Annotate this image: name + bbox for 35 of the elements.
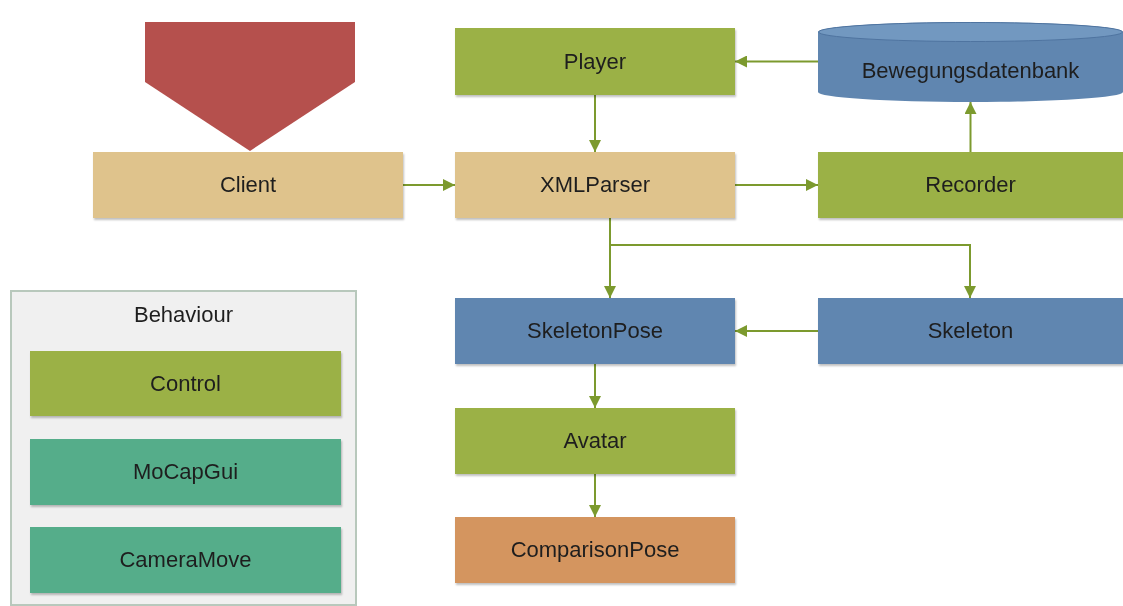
arrow xyxy=(964,101,977,153)
node-label: Control xyxy=(150,370,221,397)
process-box xyxy=(30,439,341,505)
process-box xyxy=(455,517,735,583)
node-label: Avatar xyxy=(563,428,627,454)
process-box xyxy=(818,152,1123,218)
arrow xyxy=(734,179,819,191)
node-label: CameraMove xyxy=(119,547,252,573)
node-label: SkeletonPose xyxy=(527,318,663,344)
process-box xyxy=(455,408,735,474)
node-label: Skeleton xyxy=(927,318,1014,344)
arrow xyxy=(589,473,601,518)
group-title: Behaviour xyxy=(133,302,234,328)
arrow xyxy=(734,325,819,337)
node-label: Bewegungsdatenbank xyxy=(861,58,1080,84)
process-box xyxy=(455,298,735,364)
process-box xyxy=(455,152,735,218)
node-label: Client xyxy=(219,172,277,198)
process-box xyxy=(30,351,341,416)
process-box xyxy=(818,298,1123,364)
process-box xyxy=(30,527,341,593)
group-panel xyxy=(10,290,357,606)
arrow xyxy=(589,363,601,409)
node-label: MoCapGui xyxy=(132,459,239,485)
node-label: ComparisonPose xyxy=(510,537,680,563)
node-label: Recorder xyxy=(925,172,1016,198)
pentagon-arrow-shape xyxy=(145,22,355,151)
process-box xyxy=(455,28,735,95)
database-cylinder xyxy=(818,22,1123,102)
arrow xyxy=(402,179,456,191)
arrow xyxy=(734,55,819,68)
node-label: XMLParser xyxy=(539,172,650,198)
arrow xyxy=(589,94,601,153)
process-box xyxy=(93,152,403,218)
node-label: Player xyxy=(563,48,627,75)
